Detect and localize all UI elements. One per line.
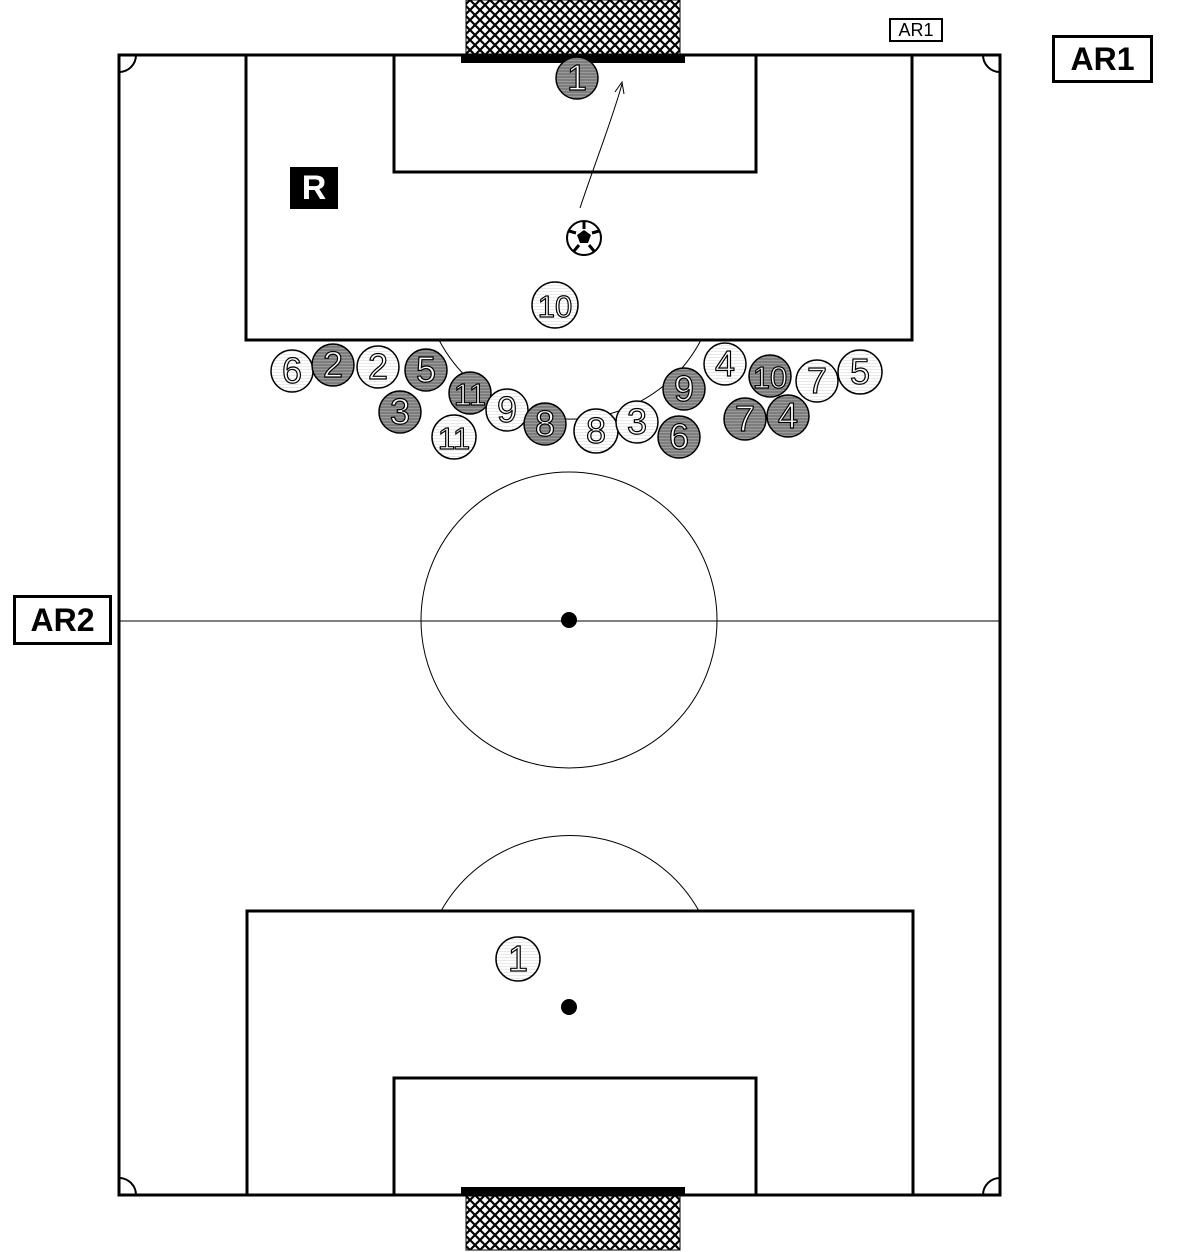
player-circle [766, 394, 810, 438]
assistant-referee-1-small-label: AR1 [889, 18, 943, 42]
player-token-bottom-keeper: 1 [495, 936, 541, 982]
player-number: 8 [535, 403, 555, 444]
player-token-w-5a: 5 [404, 348, 448, 392]
player-number: 9 [674, 368, 694, 409]
player-circle [837, 349, 883, 395]
player-token-w-2a: 2 [311, 343, 355, 387]
player-token-w-5b: 5 [837, 349, 883, 395]
player-token-w-9a: 9 [485, 388, 529, 432]
player-number: 11 [438, 421, 470, 456]
player-circle [448, 371, 492, 415]
player-circle [523, 402, 567, 446]
player-number: 4 [715, 343, 735, 384]
bottom-penalty-spot [561, 999, 577, 1015]
player-token-w-4a: 4 [703, 342, 747, 386]
player-number: 11 [454, 377, 486, 412]
player-circle [662, 367, 706, 411]
player-token-w-6b: 6 [657, 415, 701, 459]
player-number: 6 [669, 416, 689, 457]
corner-arcs [118, 54, 1001, 1196]
player-number: 1 [508, 938, 528, 979]
player-token-w-2b: 2 [356, 345, 400, 389]
player-token-w-3a: 3 [378, 390, 422, 434]
player-circle [431, 414, 477, 460]
player-number: 3 [627, 401, 647, 442]
player-circle [555, 56, 599, 100]
player-token-w-11b: 11 [431, 414, 477, 460]
center-circle [420, 471, 718, 769]
assistant-referee-2-label: AR2 [13, 595, 112, 645]
bottom-goal-area [392, 1076, 758, 1197]
player-number: 2 [368, 346, 388, 387]
player-circle [748, 354, 792, 398]
referee-marker: R [290, 167, 338, 209]
player-number: 2 [323, 344, 343, 385]
center-spot [561, 612, 577, 628]
pitch-boundary [117, 53, 1002, 1197]
player-token-w-8a: 8 [523, 402, 567, 446]
player-circle [495, 936, 541, 982]
player-circle [795, 359, 839, 403]
player-number: 5 [416, 349, 436, 390]
player-token-w-11a: 11 [448, 371, 492, 415]
player-token-w-6a: 6 [270, 349, 314, 393]
player-number: 5 [850, 351, 870, 392]
player-number: 4 [778, 395, 798, 436]
bottom-penalty-area [245, 909, 915, 1197]
player-token-top-keeper: 1 [555, 56, 599, 100]
player-circle [378, 390, 422, 434]
player-token-top-10: 10 [531, 281, 579, 329]
bottom-penalty-arc [440, 835, 700, 912]
soccer-ball-icon [566, 220, 602, 256]
player-number: 8 [586, 410, 606, 451]
player-circle [703, 342, 747, 386]
player-token-w-9b: 9 [662, 367, 706, 411]
player-token-w-7a: 7 [795, 359, 839, 403]
player-circle [404, 348, 448, 392]
player-token-w-4b: 4 [766, 394, 810, 438]
player-number: 3 [390, 391, 410, 432]
assistant-referee-1-label: AR1 [1052, 35, 1153, 83]
ball-path-arrow [579, 80, 625, 209]
player-circle [723, 397, 767, 441]
player-number: 7 [735, 398, 755, 439]
player-circle [311, 343, 355, 387]
player-number: 9 [497, 389, 517, 430]
player-circle [485, 388, 529, 432]
player-number: 10 [753, 360, 787, 395]
player-number: 6 [282, 350, 302, 391]
player-number: 10 [538, 289, 572, 324]
player-token-w-10b: 10 [748, 354, 792, 398]
top-goal-area [392, 53, 758, 174]
player-circle [356, 345, 400, 389]
bottom-goal-net [461, 1187, 685, 1251]
player-token-w-7b: 7 [723, 397, 767, 441]
player-number: 7 [807, 360, 827, 401]
player-circle [657, 415, 701, 459]
player-circle [531, 281, 579, 329]
player-token-w-3b: 3 [615, 400, 659, 444]
player-circle [615, 400, 659, 444]
player-token-w-8b: 8 [573, 408, 619, 454]
player-number: 1 [567, 57, 587, 98]
